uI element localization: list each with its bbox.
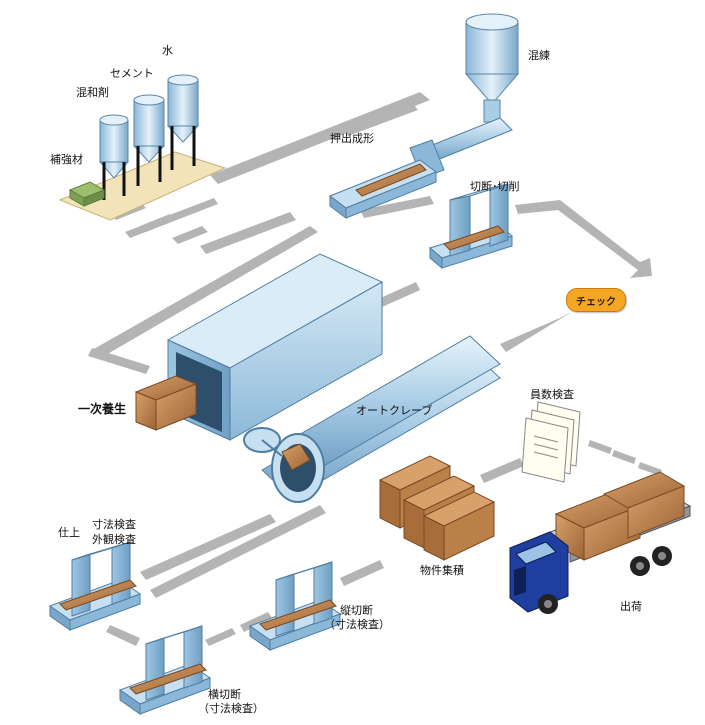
- reinforcement-label: 補強材: [50, 153, 83, 166]
- check-badge: チェック: [566, 288, 626, 312]
- silo-cement: [132, 94, 166, 186]
- admixture-label: 混和剤: [76, 86, 109, 99]
- material-silos: [58, 74, 227, 221]
- flow-arrows: [88, 92, 662, 646]
- inspection-documents: [521, 401, 581, 483]
- primary-curing-chamber: [134, 253, 384, 441]
- visual-inspection-label: 外観検査: [92, 533, 136, 546]
- silo-admixture: [98, 114, 130, 200]
- count-inspection-label: 員数検査: [530, 388, 574, 401]
- cement-label: セメント: [110, 67, 154, 80]
- vertical-cut-label: 縦切断: [340, 604, 373, 617]
- horizontal-cut-station: [118, 625, 212, 715]
- vertical-cut-station: [248, 561, 342, 651]
- curing-stack: [134, 375, 198, 431]
- delivery-truck: [509, 471, 692, 614]
- autoclave: [243, 335, 501, 503]
- horizontal-cut-label: 横切断: [208, 688, 241, 701]
- collection-stacks: [378, 455, 496, 561]
- cutting-station-top: [428, 183, 514, 270]
- reinforcement-bags: [68, 181, 106, 207]
- water-label: 水: [162, 44, 173, 57]
- horizontal-cut-note: （寸法検査）: [198, 702, 264, 715]
- kneading-label: 混練: [528, 49, 550, 62]
- extrusion-label: 押出成形: [330, 132, 374, 145]
- finish-label: 仕上: [58, 526, 80, 539]
- finish-station: [48, 541, 142, 631]
- vertical-cut-note: （寸法検査）: [324, 618, 390, 631]
- collection-label: 物件集積: [420, 564, 464, 577]
- dimension-inspection-label: 寸法検査: [92, 518, 136, 531]
- shipping-label: 出荷: [620, 600, 642, 613]
- cutting-label: 切断･切削: [470, 180, 520, 193]
- primary-curing-label: 一次養生: [78, 402, 127, 416]
- extruder: [328, 117, 513, 219]
- mixer-hopper: [464, 13, 520, 123]
- silo-water: [166, 74, 200, 170]
- autoclave-label: オートクレーブ: [356, 404, 433, 417]
